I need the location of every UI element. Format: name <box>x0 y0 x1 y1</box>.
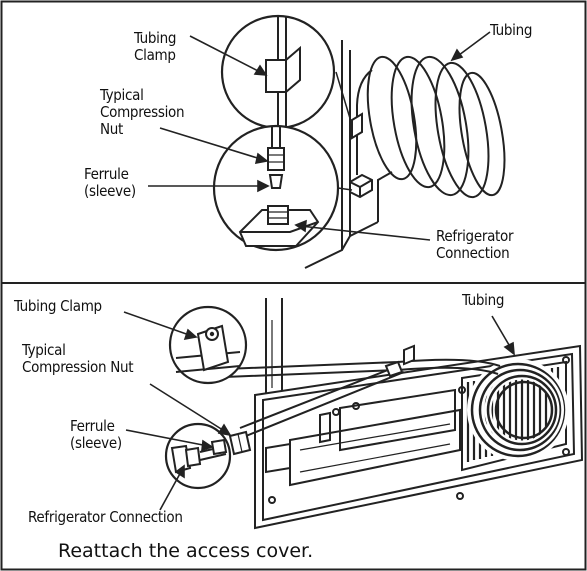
top-detail-circle-clamp <box>222 16 352 128</box>
top-detail-circle-fitting <box>214 126 352 250</box>
label-bottom-compression-nut: Typical Compression Nut <box>22 342 133 376</box>
label-bottom-ferrule: Ferrule (sleeve) <box>70 418 122 452</box>
label-top-tubing-clamp: Tubing Clamp <box>134 30 176 64</box>
label-bottom-tubing: Tubing <box>462 292 504 309</box>
instruction-caption: Reattach the access cover. <box>58 540 313 562</box>
label-top-refrigerator-connection: Refrigerator Connection <box>436 228 513 262</box>
bottom-detail-circle-clamp <box>170 307 246 383</box>
label-bottom-refrigerator-connection: Refrigerator Connection <box>28 509 183 526</box>
label-bottom-tubing-clamp: Tubing Clamp <box>14 298 102 315</box>
label-top-tubing: Tubing <box>490 22 532 39</box>
label-top-compression-nut: Typical Compression Nut <box>100 87 184 138</box>
label-top-ferrule: Ferrule (sleeve) <box>84 166 136 200</box>
